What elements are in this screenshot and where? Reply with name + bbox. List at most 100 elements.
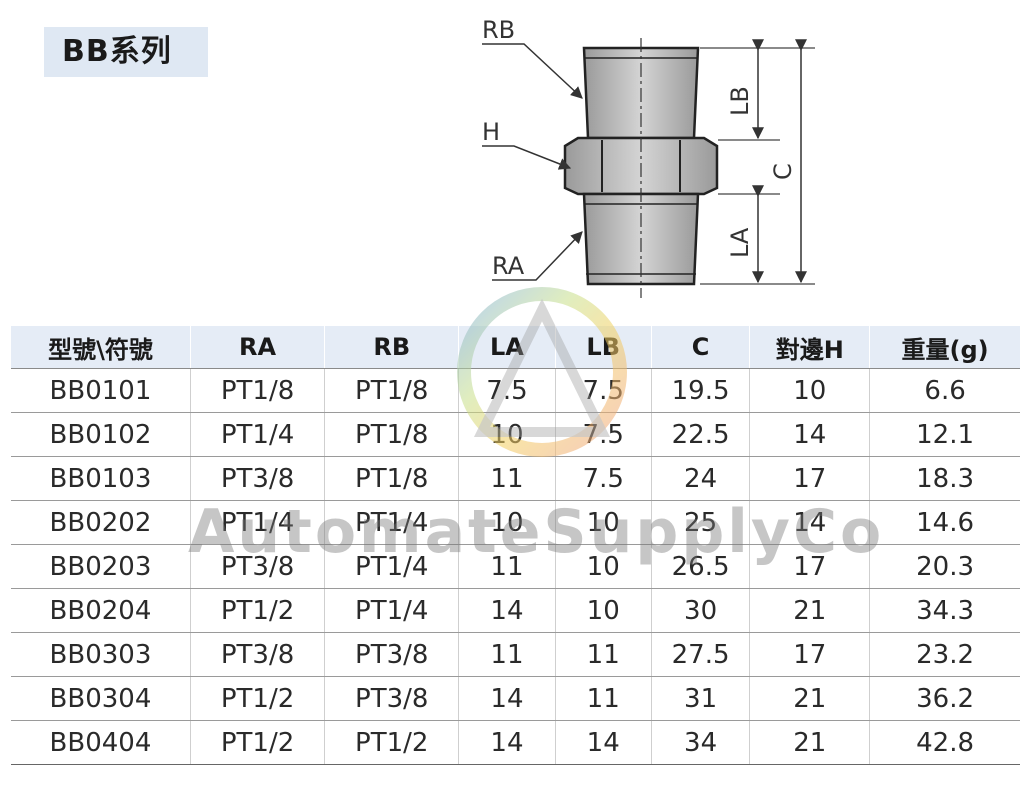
column-header: LA (458, 326, 556, 369)
table-cell: 7.5 (554, 368, 652, 413)
ra-leader (492, 231, 583, 281)
table-cell: PT1/2 (324, 720, 459, 765)
table-cell: PT1/4 (189, 500, 325, 545)
table-cell: 14 (458, 588, 556, 633)
table-cell: PT1/4 (324, 500, 459, 545)
table-cell: PT1/8 (324, 456, 459, 501)
table-cell: 22.5 (650, 412, 750, 457)
table-cell: 25 (650, 500, 750, 545)
table-cell: PT3/8 (189, 544, 325, 589)
table-cell: 7.5 (458, 368, 556, 413)
table-cell: PT3/8 (189, 456, 325, 501)
table-cell: 14 (749, 412, 870, 457)
la-label: LA (726, 227, 754, 258)
table-cell: 10 (749, 368, 870, 413)
table-cell: BB0102 (11, 412, 191, 457)
table-cell: 11 (554, 632, 652, 677)
table-cell: BB0204 (11, 588, 191, 633)
table-cell: 10 (554, 544, 652, 589)
table-cell: 21 (749, 720, 870, 765)
table-cell: PT3/8 (189, 632, 325, 677)
table-cell: 23.2 (869, 632, 1020, 677)
column-header: RB (324, 326, 459, 369)
table-cell: BB0103 (11, 456, 191, 501)
column-header: 型號\符號 (11, 326, 191, 369)
lb-label: LB (726, 86, 754, 116)
table-cell: PT1/4 (324, 544, 459, 589)
table-cell: 10 (554, 500, 652, 545)
ra-label: RA (492, 252, 525, 280)
c-label: C (769, 163, 797, 180)
table-cell: 21 (749, 676, 870, 721)
table-cell: 20.3 (869, 544, 1020, 589)
table-cell: BB0203 (11, 544, 191, 589)
table-cell: PT1/8 (324, 368, 459, 413)
table-cell: PT3/8 (324, 676, 459, 721)
table-cell: 14 (458, 676, 556, 721)
column-header: 對邊H (749, 326, 870, 369)
table-cell: PT3/8 (324, 632, 459, 677)
table-cell: 30 (650, 588, 750, 633)
table-cell: PT1/8 (324, 412, 459, 457)
table-cell: PT1/4 (324, 588, 459, 633)
table-cell: 6.6 (869, 368, 1020, 413)
table-cell: PT1/2 (189, 588, 325, 633)
h-leader (482, 145, 572, 170)
column-header: 重量(g) (869, 326, 1020, 369)
table-cell: 12.1 (869, 412, 1020, 457)
table-cell: 11 (458, 544, 556, 589)
table-cell: 17 (749, 544, 870, 589)
table-cell: 27.5 (650, 632, 750, 677)
table-cell: BB0303 (11, 632, 191, 677)
table-cell: BB0101 (11, 368, 191, 413)
h-label: H (482, 118, 500, 146)
table-cell: 17 (749, 632, 870, 677)
table-cell: 7.5 (554, 456, 652, 501)
fitting-diagram: LB LA C RB H RA (482, 16, 815, 298)
table-cell: PT1/2 (189, 720, 325, 765)
table-cell: 34 (650, 720, 750, 765)
table-cell: BB0404 (11, 720, 191, 765)
column-header: LB (554, 326, 652, 369)
table-cell: 11 (458, 456, 556, 501)
series-title: BB系列 (44, 27, 208, 77)
table-cell: 42.8 (869, 720, 1020, 765)
table-cell: 14 (554, 720, 652, 765)
table-cell: BB0304 (11, 676, 191, 721)
table-cell: 7.5 (554, 412, 652, 457)
table-cell: 14.6 (869, 500, 1020, 545)
table-cell: BB0202 (11, 500, 191, 545)
table-cell: 11 (554, 676, 652, 721)
table-cell: 18.3 (869, 456, 1020, 501)
column-header: C (650, 326, 750, 369)
table-cell: 34.3 (869, 588, 1020, 633)
table-cell: 31 (650, 676, 750, 721)
table-cell: 24 (650, 456, 750, 501)
table-cell: 11 (458, 632, 556, 677)
table-cell: 36.2 (869, 676, 1020, 721)
table-cell: 10 (458, 412, 556, 457)
table-cell: 10 (554, 588, 652, 633)
table-cell: PT1/2 (189, 676, 325, 721)
rb-label: RB (482, 16, 515, 44)
table-cell: PT1/8 (189, 368, 325, 413)
table-cell: 14 (749, 500, 870, 545)
column-header: RA (189, 326, 325, 369)
table-cell: 10 (458, 500, 556, 545)
table-cell: 21 (749, 588, 870, 633)
rb-leader (482, 43, 583, 99)
table-cell: PT1/4 (189, 412, 325, 457)
table-cell: 17 (749, 456, 870, 501)
table-cell: 26.5 (650, 544, 750, 589)
